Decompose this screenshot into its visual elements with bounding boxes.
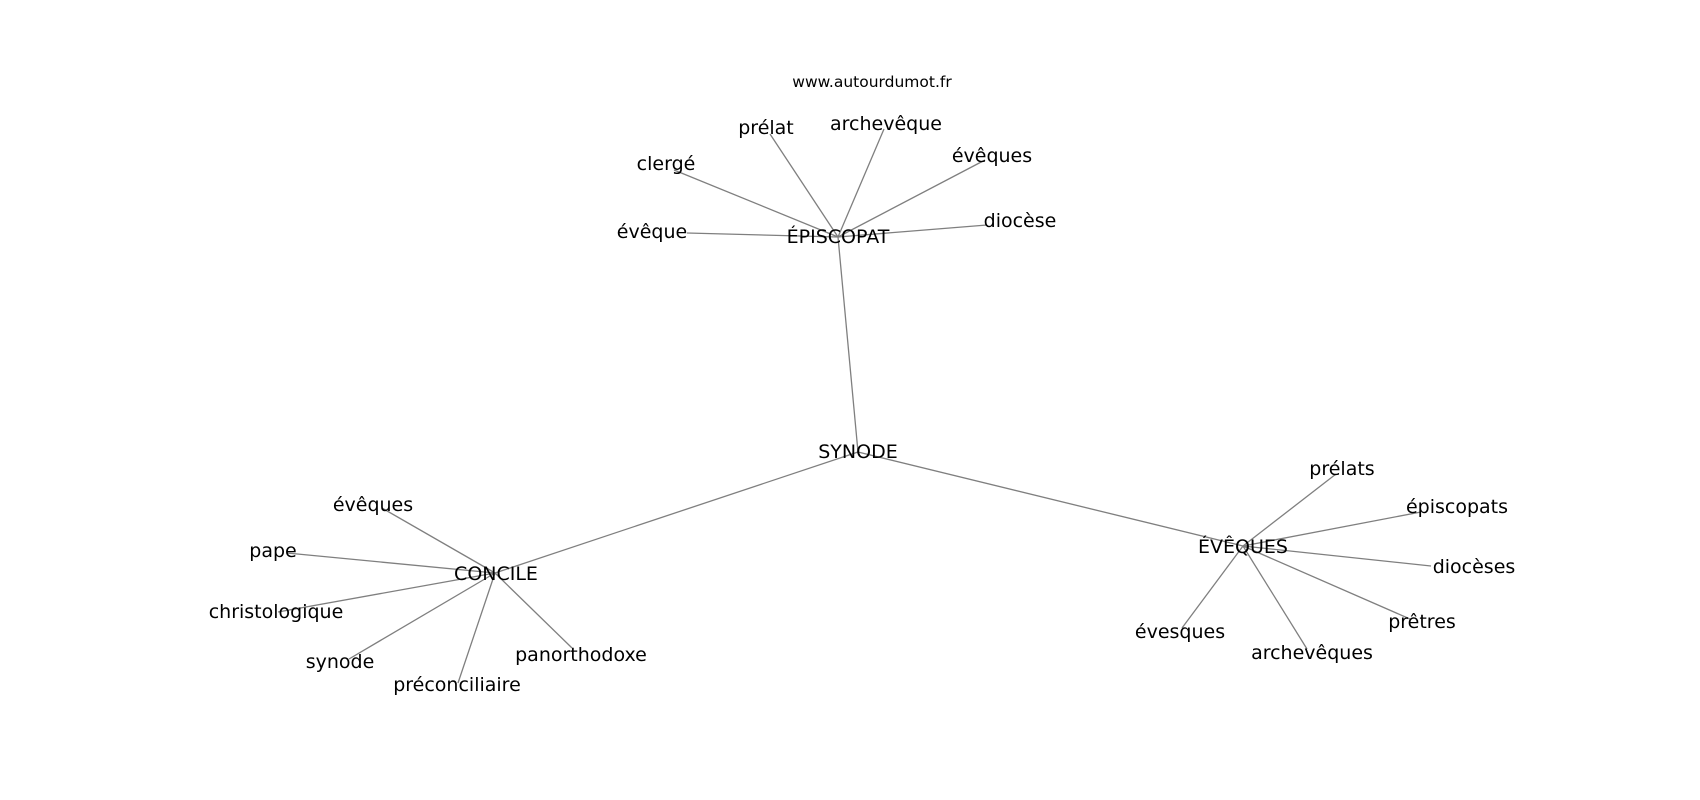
edge-episcopat-leaf <box>837 128 885 238</box>
leaf-node[interactable]: prélat <box>738 117 794 139</box>
edge-eveques-leaf <box>1242 511 1422 547</box>
leaf-node[interactable]: archevêques <box>1251 642 1373 664</box>
edge-episcopat-leaf <box>686 232 839 238</box>
leaf-node[interactable]: archevêque <box>830 113 942 135</box>
graph-edges <box>277 128 1432 684</box>
edge-center-concile <box>494 451 859 574</box>
edge-eveques-leaf <box>1242 545 1432 567</box>
leaf-node[interactable]: clergé <box>637 153 696 175</box>
leaf-node[interactable]: préconciliaire <box>393 674 521 696</box>
edge-center-episcopat <box>837 236 859 453</box>
leaf-node[interactable]: évesques <box>1135 621 1225 643</box>
edge-episcopat-leaf <box>673 169 839 238</box>
edge-eveques-leaf <box>1242 545 1308 650</box>
leaf-node[interactable]: prêtres <box>1388 611 1456 633</box>
leaf-node[interactable]: christologique <box>209 601 344 623</box>
source-label[interactable]: www.autourdumot.fr <box>792 73 952 91</box>
leaf-node[interactable]: synode <box>306 651 375 673</box>
edge-eveques-leaf <box>1242 473 1337 547</box>
edge-eveques-leaf <box>1242 545 1411 620</box>
leaf-node[interactable]: panorthodoxe <box>515 644 647 666</box>
edge-episcopat-leaf <box>769 133 839 238</box>
hub-node-eveques[interactable]: ÉVÊQUES <box>1198 535 1288 558</box>
edge-eveques-leaf <box>1181 545 1244 629</box>
edge-episcopat-leaf <box>837 159 986 238</box>
edge-concile-leaf <box>457 572 496 684</box>
hub-node-episcopat[interactable]: ÉPISCOPAT <box>787 225 890 248</box>
edge-concile-leaf <box>494 572 573 649</box>
hub-node-concile[interactable]: CONCILE <box>454 563 538 585</box>
edge-concile-leaf <box>286 552 496 574</box>
leaf-node[interactable]: évêques <box>333 494 413 516</box>
graph-nodes: SYNODE ÉPISCOPAT prélat archevêque évêques cl… <box>209 113 1516 696</box>
leaf-node[interactable]: diocèse <box>984 210 1057 232</box>
edge-concile-leaf <box>277 572 496 613</box>
leaf-node[interactable]: évêque <box>617 221 687 243</box>
edge-center-eveques <box>857 451 1244 547</box>
leaf-node[interactable]: diocèses <box>1433 556 1516 578</box>
leaf-node[interactable]: prélats <box>1309 458 1374 480</box>
edge-episcopat-leaf <box>837 224 988 238</box>
center-node[interactable]: SYNODE <box>818 441 897 463</box>
edge-concile-leaf <box>348 572 496 660</box>
edge-concile-leaf <box>381 507 496 574</box>
leaf-node[interactable]: évêques <box>952 145 1032 167</box>
leaf-node[interactable]: épiscopats <box>1406 496 1508 518</box>
leaf-node[interactable]: pape <box>249 540 296 562</box>
